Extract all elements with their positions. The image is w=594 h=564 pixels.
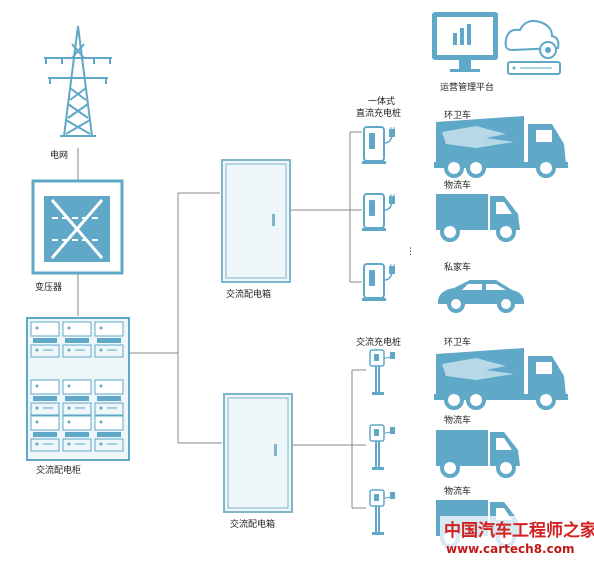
watermark-url: www.cartech8.com [446, 542, 574, 556]
dc-charging-pile-1 [361, 126, 396, 165]
ac-distribution-box-top [221, 159, 291, 283]
ellipsis-dots: ⋮ [406, 247, 415, 257]
watermark-text: 中国汽车工程师之家 [444, 520, 594, 541]
cloud-server-icon [504, 20, 561, 75]
ac-distribution-box-bottom [223, 393, 293, 513]
monitor-icon [432, 12, 498, 72]
ac-charging-pile-1 [369, 349, 396, 396]
ac-pile-label: 交流充电桩 [356, 336, 401, 348]
vehicle-label-bottom-1: 环卫车 [444, 336, 471, 348]
ac-charging-pile-2 [369, 424, 396, 471]
watermark-backdrop [440, 516, 590, 560]
dc-pile-label-line1: 一体式 [368, 95, 395, 107]
vehicle-label-bottom-3: 物流车 [444, 485, 471, 497]
logistics-van-icon [434, 192, 522, 242]
power-tower-icon [44, 25, 112, 137]
logistics-van-icon [434, 428, 522, 478]
ac-box-top-label: 交流配电箱 [226, 288, 271, 300]
dc-pile-label-line2: 直流充电桩 [356, 107, 401, 119]
sanitation-truck-icon [432, 346, 570, 410]
ac-cabinet-label: 交流配电柜 [36, 464, 81, 476]
private-car-icon [436, 278, 526, 313]
ac-charging-pile-3 [369, 489, 396, 536]
connection-lines [77, 131, 366, 509]
ac-distribution-cabinet-icon [26, 317, 130, 461]
grid-label: 电网 [50, 149, 68, 161]
transformer-label: 变压器 [35, 281, 62, 293]
dc-charging-pile-3 [361, 263, 396, 302]
vehicle-label-top-1: 环卫车 [444, 109, 471, 121]
transformer-icon [31, 179, 124, 275]
dc-charging-pile-2 [361, 193, 396, 232]
vehicle-label-top-2: 物流车 [444, 179, 471, 191]
ac-box-bottom-label: 交流配电箱 [230, 518, 275, 530]
vehicle-label-top-3: 私家车 [444, 261, 471, 273]
platform-label: 运营管理平台 [440, 81, 494, 93]
sanitation-truck-icon [432, 114, 570, 178]
vehicle-label-bottom-2: 物流车 [444, 414, 471, 426]
